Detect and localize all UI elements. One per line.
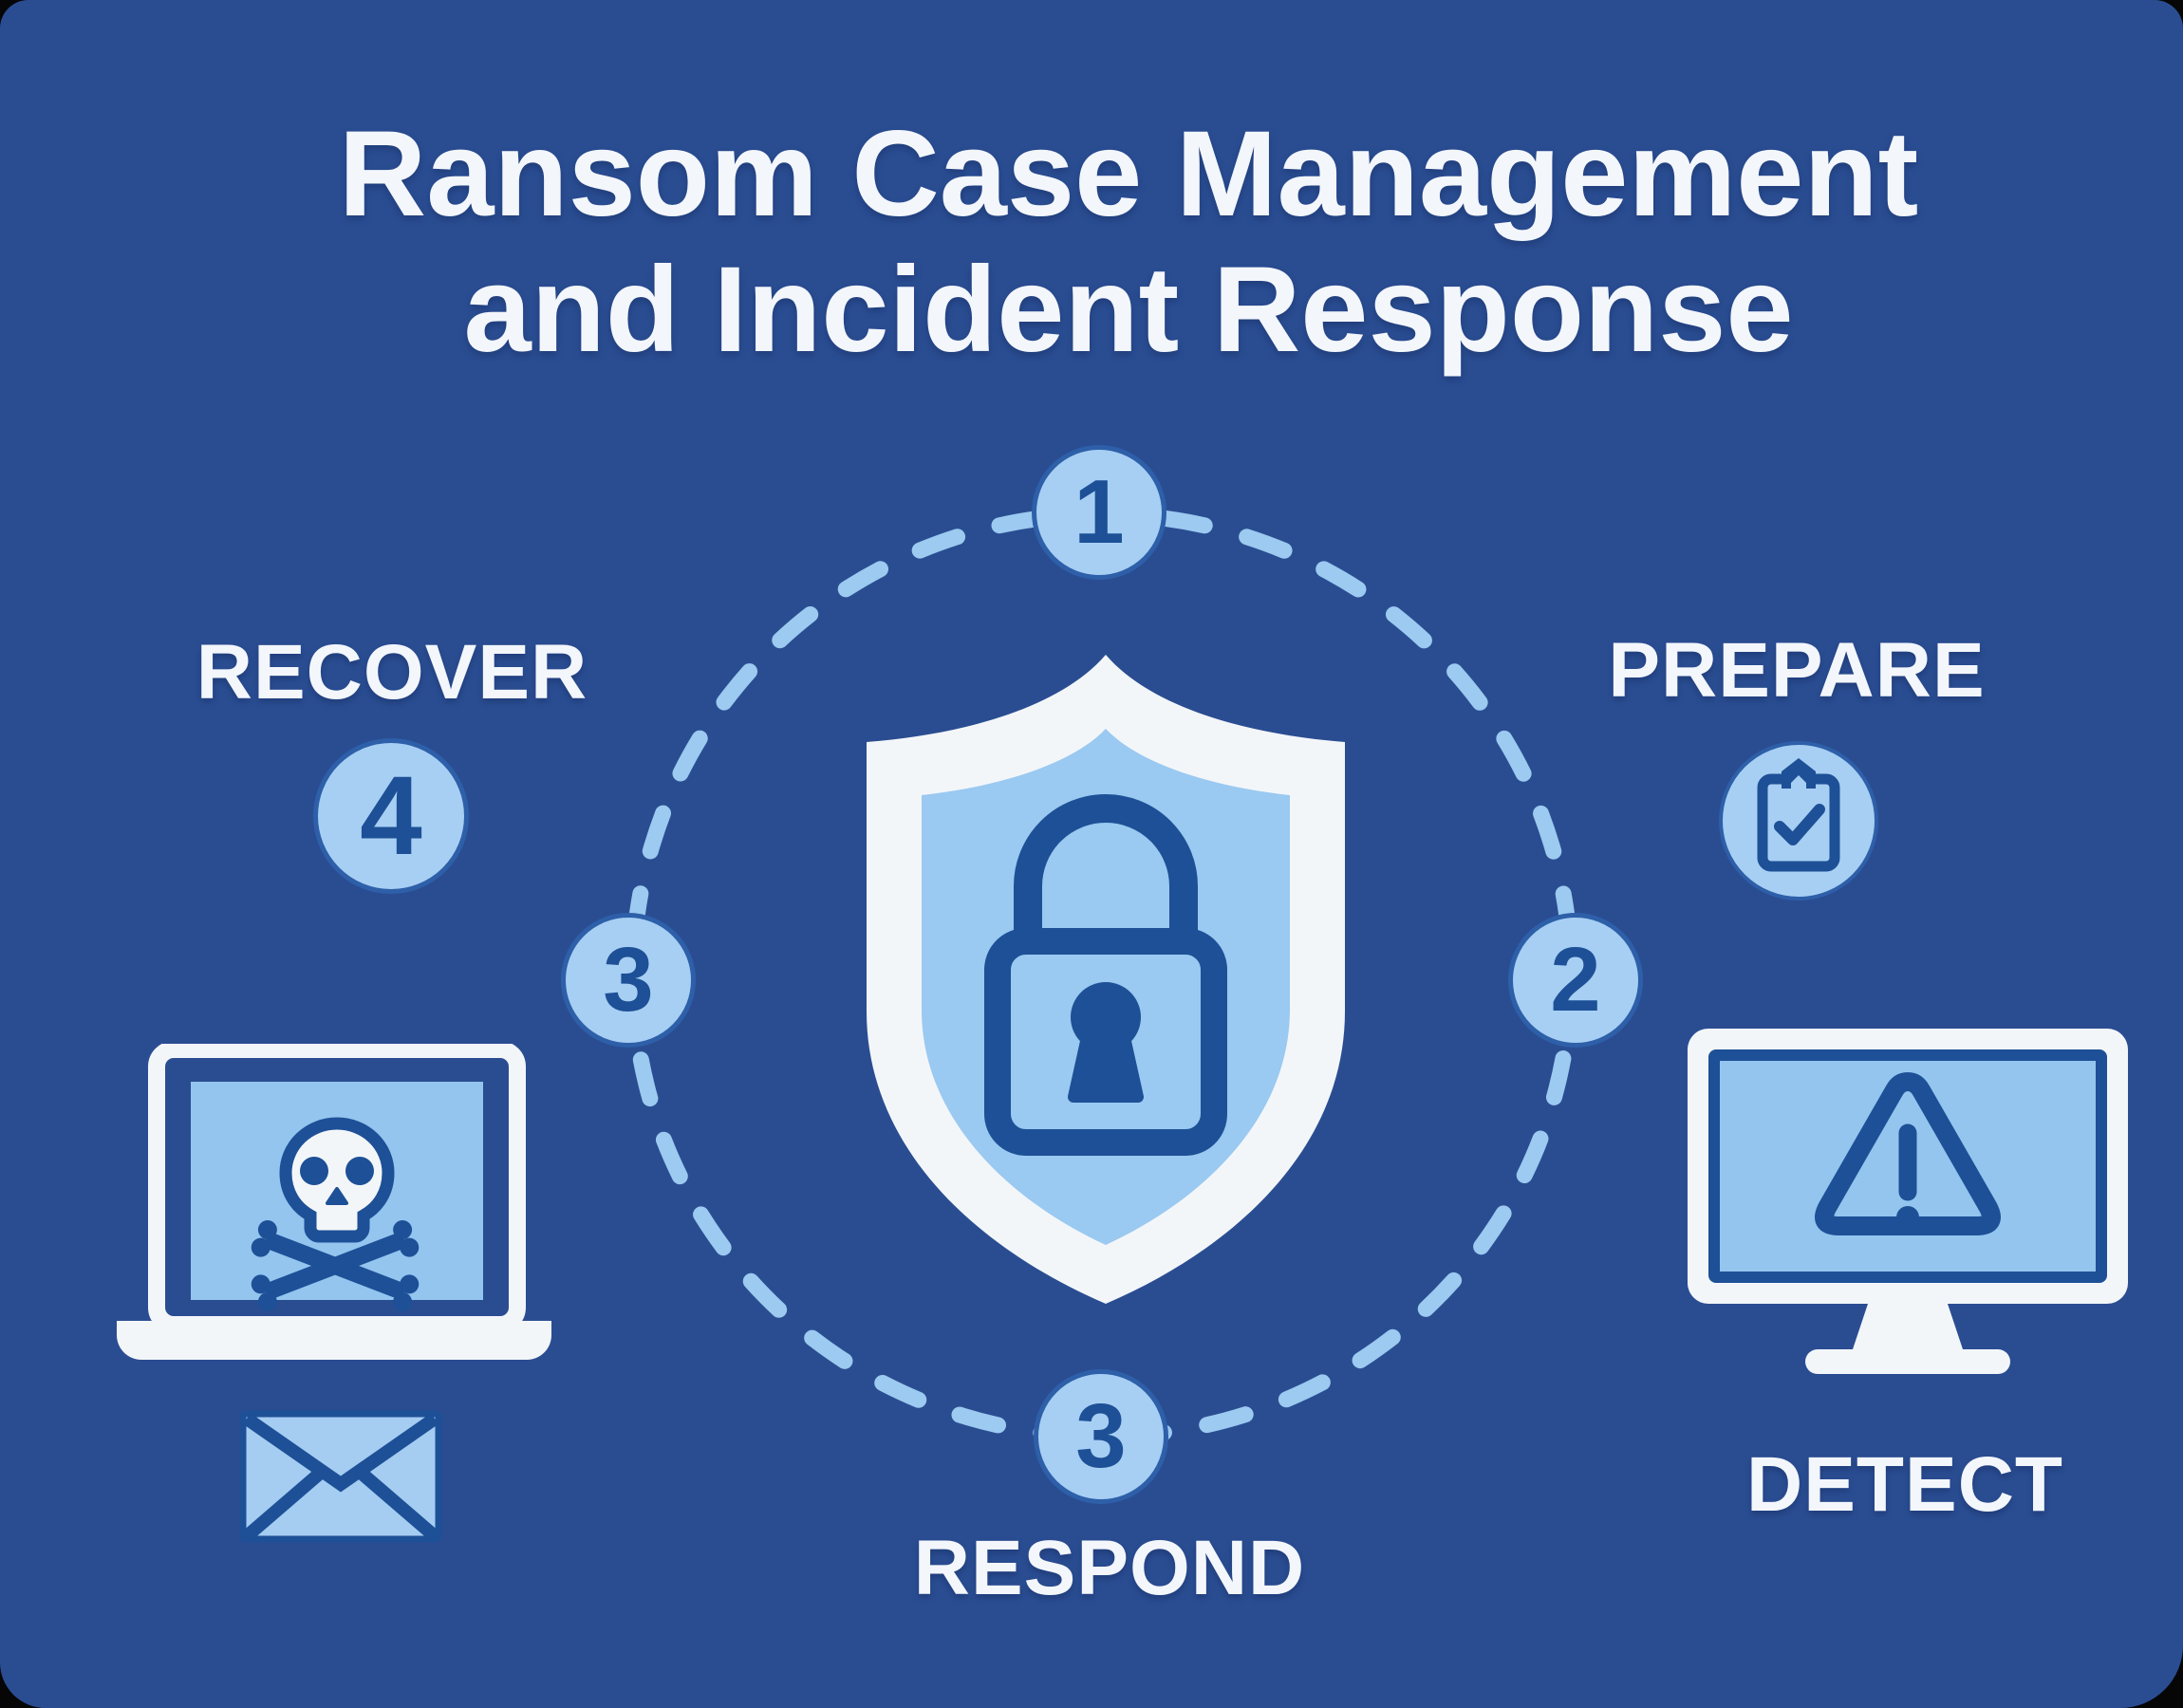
page-title-line1: Ransom Case Management: [338, 106, 1919, 242]
page-title-line2: and Incident Response: [463, 242, 1794, 379]
step-badge-4: 4: [313, 738, 469, 894]
step-badge-4-number: 4: [360, 753, 422, 879]
label-recover: RECOVER: [196, 629, 588, 715]
monitor-alert-icon: [1688, 1029, 2128, 1374]
label-respond: RESPOND: [913, 1525, 1306, 1611]
clipboard-check-icon: [1719, 741, 1878, 900]
step-badge-3-bottom: 3: [1034, 1369, 1168, 1504]
shield-lock-icon: [867, 655, 1345, 1304]
warning-triangle-icon: [1815, 1072, 2001, 1235]
step-badge-2: 2: [1508, 913, 1643, 1048]
step-badge-1: 1: [1032, 445, 1166, 580]
laptop-skull-icon: [117, 1044, 551, 1360]
step-badge-3-left: 3: [561, 913, 696, 1048]
padlock-icon: [984, 794, 1227, 1156]
skull-crossbones-icon: [251, 1117, 420, 1312]
label-prepare: PREPARE: [1608, 627, 1986, 714]
step-badge-3-bottom-number: 3: [1075, 1385, 1127, 1487]
label-detect: DETECT: [1746, 1441, 2063, 1528]
step-badge-3-left-number: 3: [603, 929, 654, 1030]
step-badge-1-number: 1: [1073, 461, 1125, 563]
page-title: Ransom Case Management and Incident Resp…: [37, 106, 2183, 379]
step-badge-2-number: 2: [1550, 929, 1601, 1030]
envelope-icon: [239, 1410, 442, 1543]
